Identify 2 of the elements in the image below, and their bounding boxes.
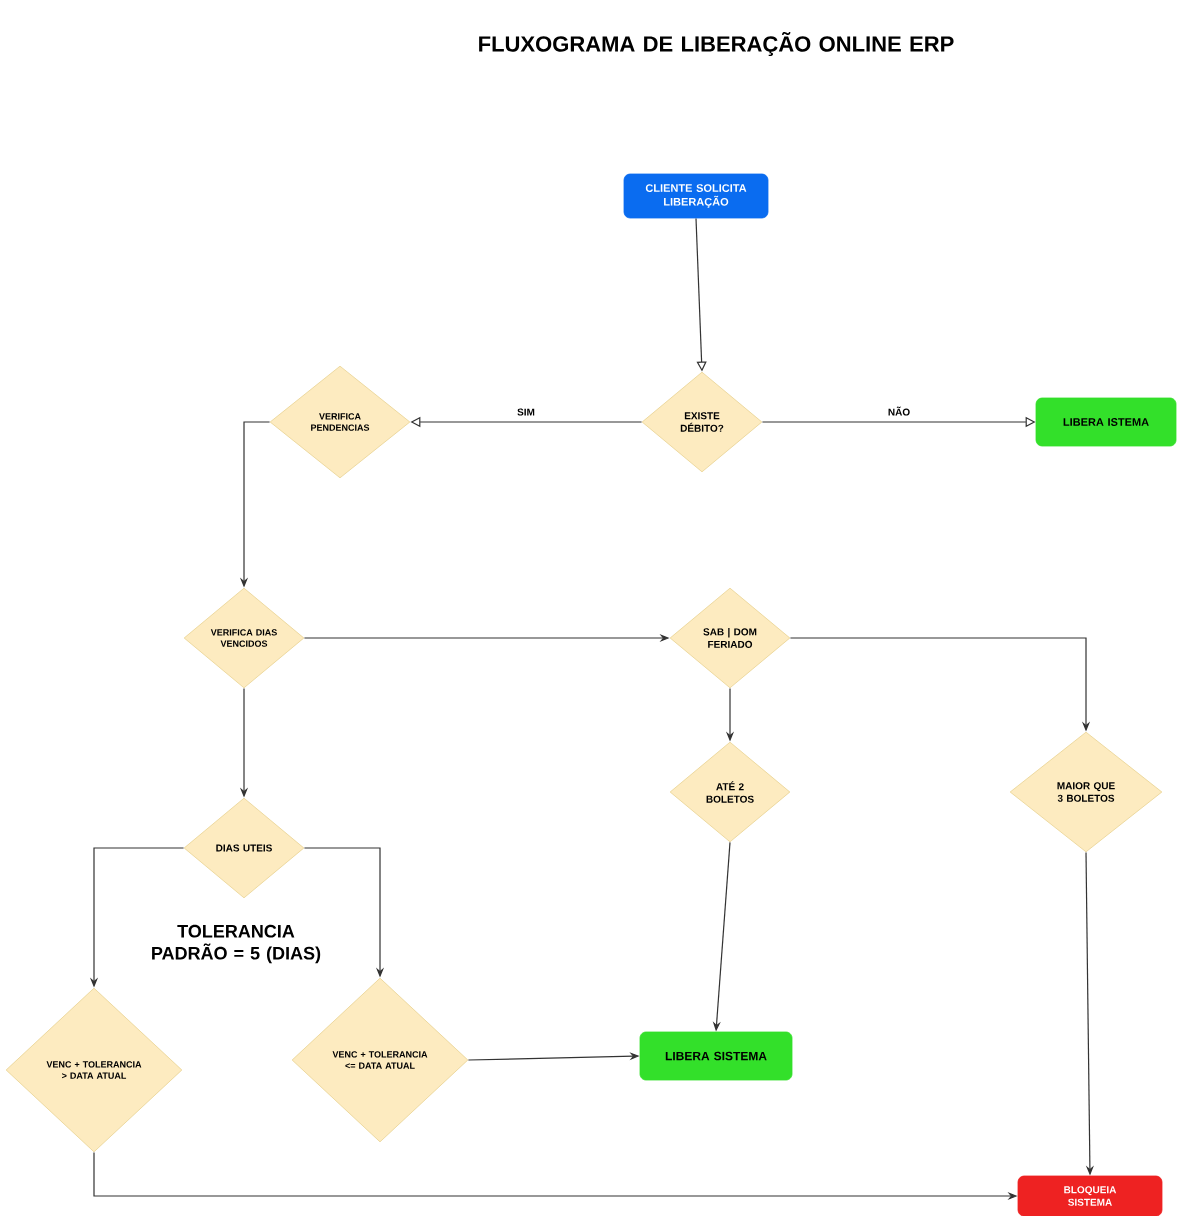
title: FLUXOGRAMA DE LIBERAÇÃO ONLINE ERP bbox=[479, 31, 954, 57]
note: TOLERANCIA PADRÃO = 5 (DIAS) bbox=[152, 924, 321, 964]
